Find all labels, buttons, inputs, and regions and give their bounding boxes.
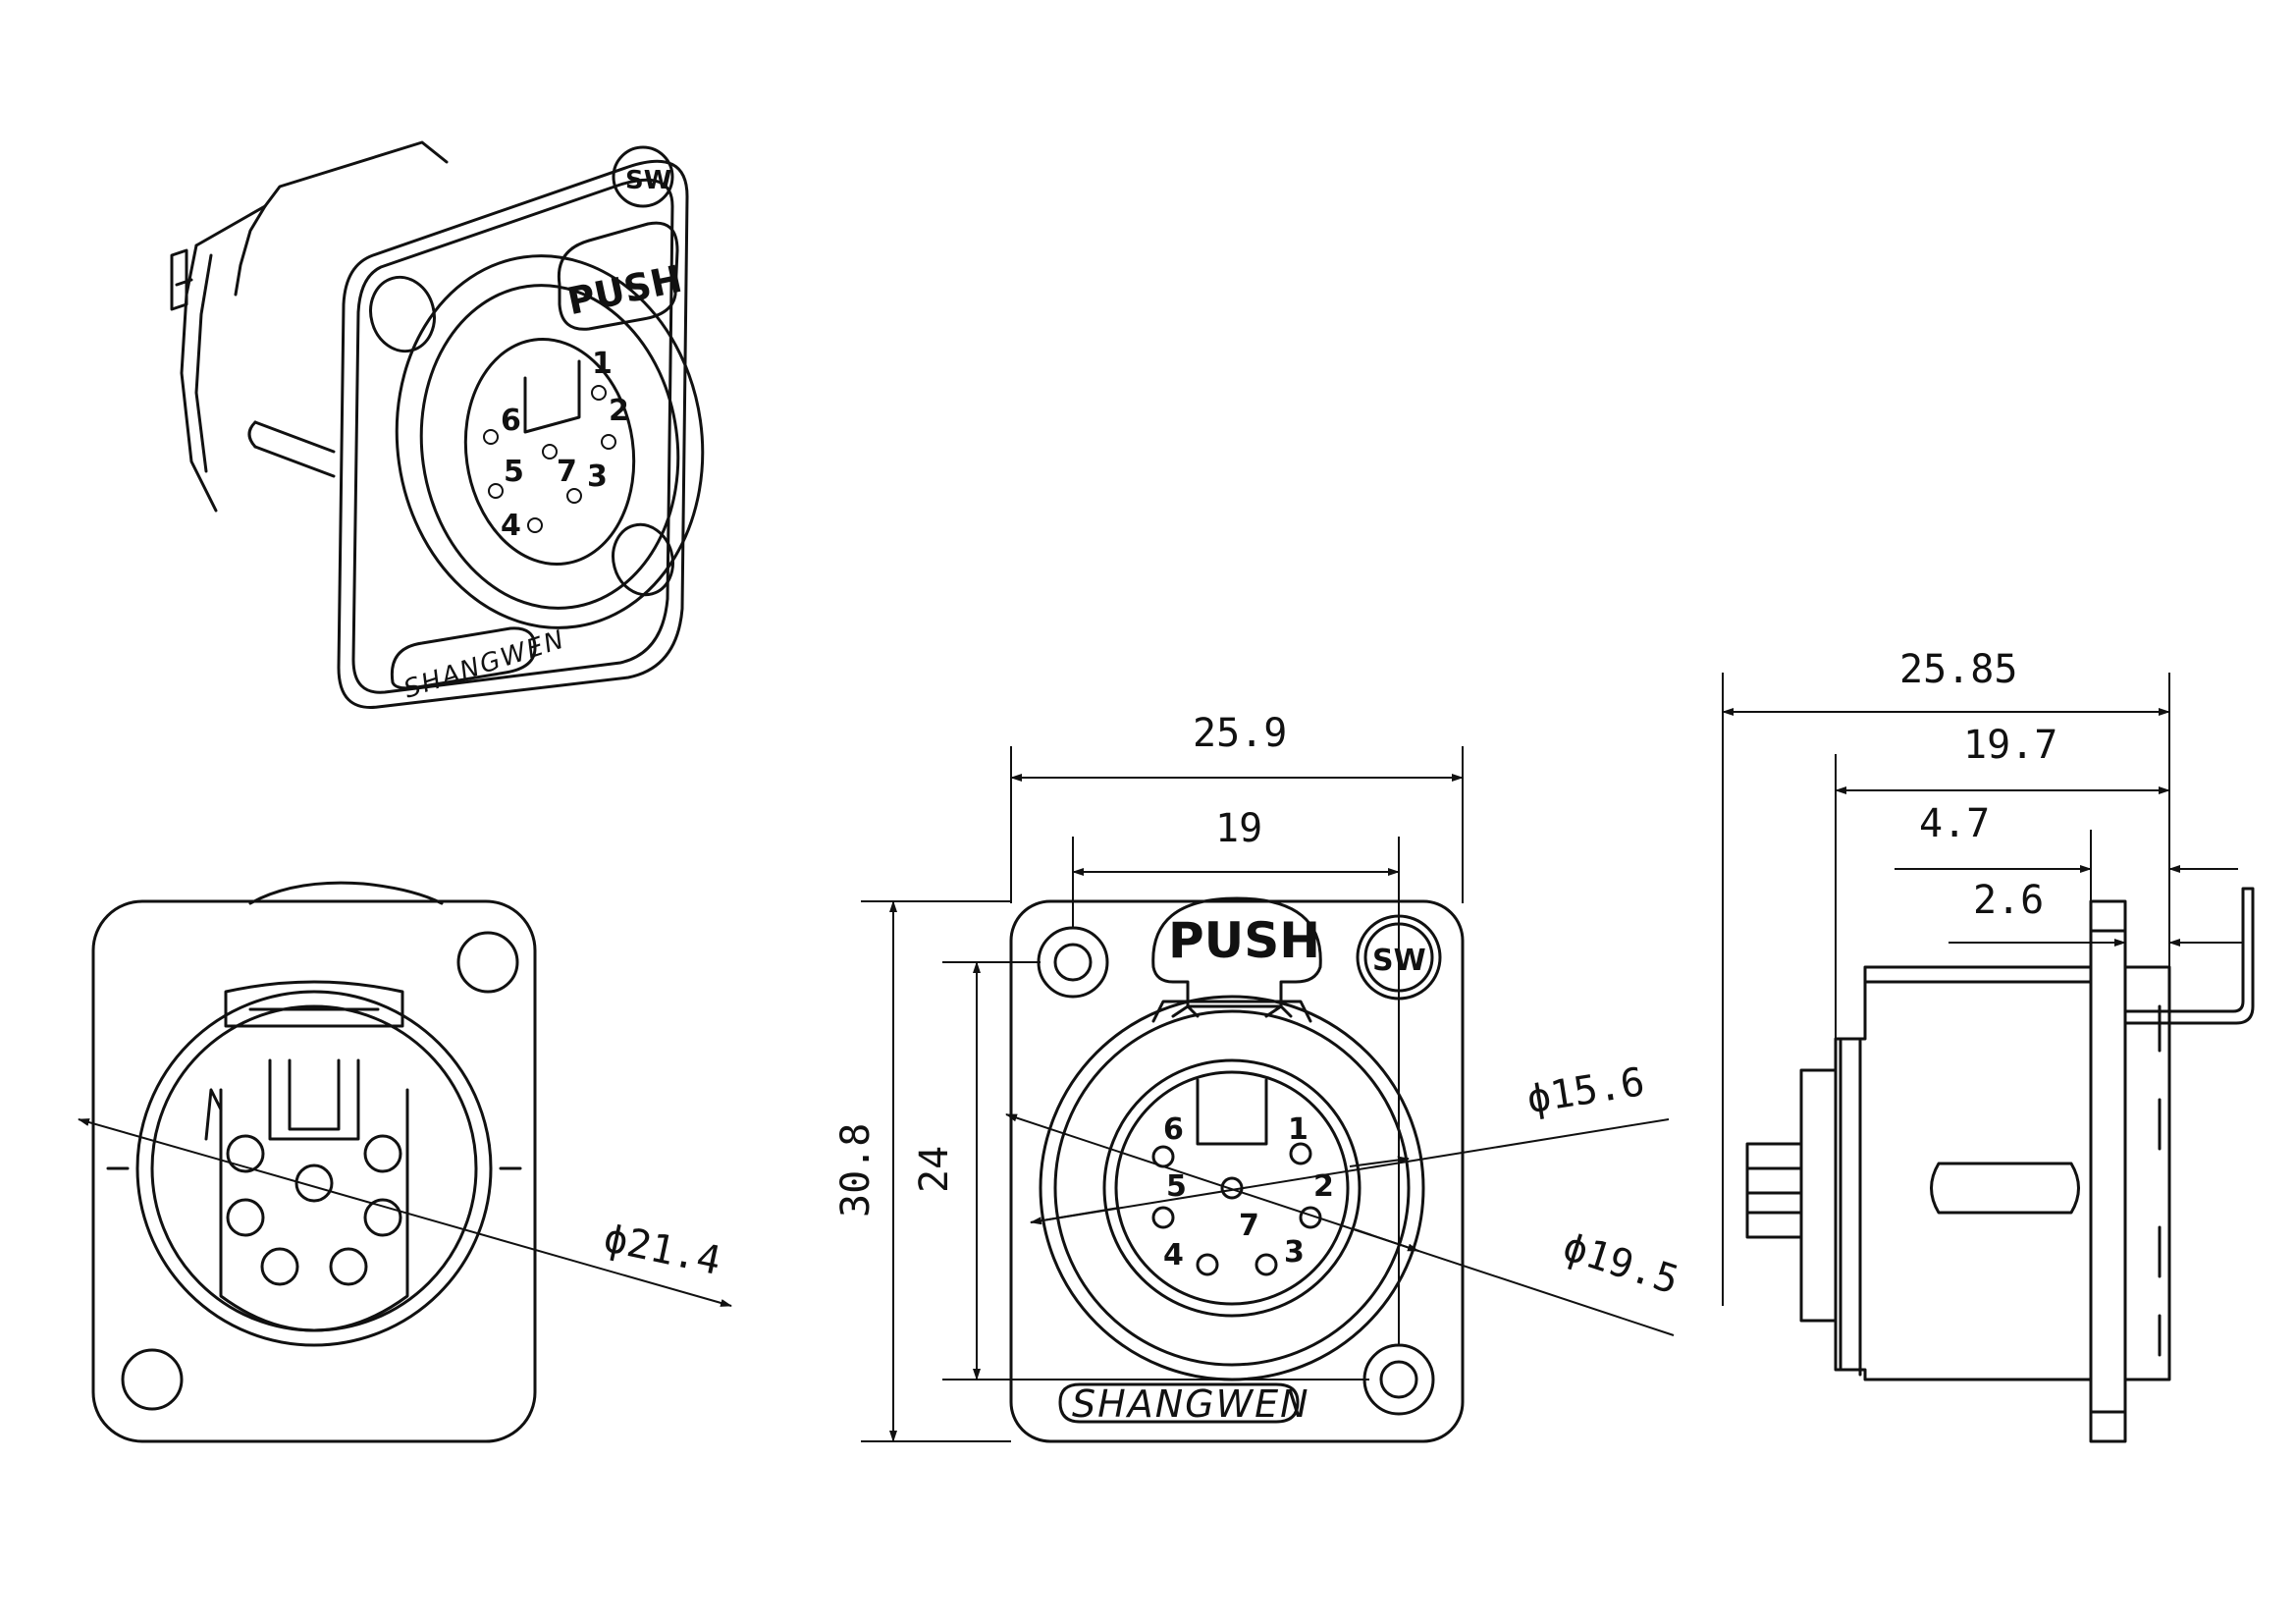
iso-pin-3: 3 — [587, 460, 608, 494]
pin-2: 2 — [1313, 1169, 1334, 1204]
isometric-view: 1 2 3 4 5 6 7 PUSH SW SHANGWEN — [170, 140, 705, 709]
pin-6: 6 — [1163, 1112, 1184, 1147]
dim-side-pin: 4.7 — [1919, 801, 1990, 846]
pin-3: 3 — [1284, 1235, 1305, 1270]
dim-outer-ring: ϕ19.5 — [1558, 1224, 1684, 1304]
side-view: 25.85 19.7 4.7 2.6 — [1722, 647, 2255, 1443]
dim-front-hole-spacing: 19 — [1215, 806, 1262, 851]
iso-logo-text: SW — [625, 166, 671, 195]
rear-view: ϕ21.4 — [78, 881, 732, 1443]
iso-pin-4: 4 — [501, 509, 521, 543]
dim-side-flange: 2.6 — [1973, 878, 2044, 923]
iso-pin-2: 2 — [609, 394, 629, 428]
dim-front-height: 30.8 — [833, 1123, 879, 1218]
dim-side-body: 19.7 — [1963, 723, 2057, 768]
dim-front-width: 25.9 — [1193, 711, 1287, 756]
iso-push-label: PUSH — [563, 257, 685, 324]
brand-label: SHANGWEN — [1072, 1382, 1310, 1426]
iso-pin-7: 7 — [557, 455, 577, 489]
pin-5: 5 — [1166, 1169, 1187, 1204]
front-view: PUSH SW SHANGWEN 1 2 3 4 5 6 7 25.9 19 — [833, 711, 1684, 1443]
dim-side-total: 25.85 — [1899, 647, 2017, 692]
pin-4: 4 — [1163, 1238, 1184, 1272]
dim-pin-circle: ϕ15.6 — [1523, 1059, 1647, 1122]
iso-pin-1: 1 — [592, 347, 613, 381]
pin-1: 1 — [1288, 1112, 1308, 1147]
iso-brand-label: SHANGWEN — [400, 624, 569, 704]
iso-pin-6: 6 — [501, 404, 521, 438]
pin-7: 7 — [1239, 1209, 1259, 1243]
dim-front-hole-height: 24 — [912, 1146, 957, 1193]
iso-pin-5: 5 — [504, 455, 524, 489]
push-label: PUSH — [1168, 912, 1320, 969]
